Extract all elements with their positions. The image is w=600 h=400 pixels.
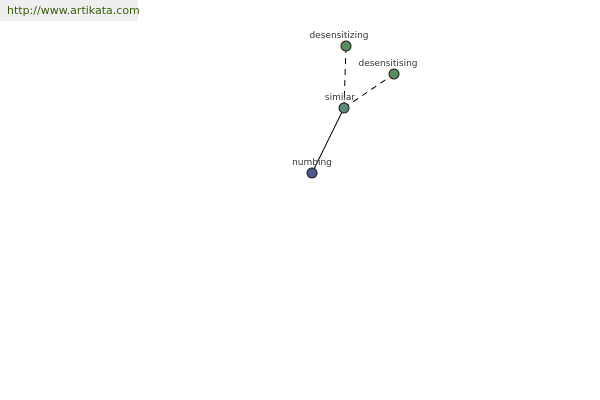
node-dot-desensitising[interactable] (388, 68, 400, 80)
node-label-desensitising[interactable]: desensitising (358, 59, 417, 69)
node-dot-desensitizing[interactable] (340, 40, 352, 52)
source-link[interactable]: http://www.artikata.com (0, 0, 140, 21)
node-desensitizing[interactable]: desensitizing (309, 31, 369, 52)
edge-layer (311, 45, 395, 174)
node-layer: numbing similar desensitizing desensitising (292, 31, 418, 179)
node-similar[interactable]: similar (325, 93, 355, 114)
edge-numbing-similar (311, 107, 345, 174)
node-desensitising[interactable]: desensitising (358, 59, 418, 80)
node-numbing[interactable]: numbing (292, 158, 332, 179)
node-label-desensitizing[interactable]: desensitizing (309, 31, 368, 41)
node-label-similar[interactable]: similar (325, 93, 355, 103)
node-dot-similar[interactable] (338, 102, 350, 114)
node-dot-numbing[interactable] (306, 167, 318, 179)
node-label-numbing[interactable]: numbing (292, 158, 332, 168)
